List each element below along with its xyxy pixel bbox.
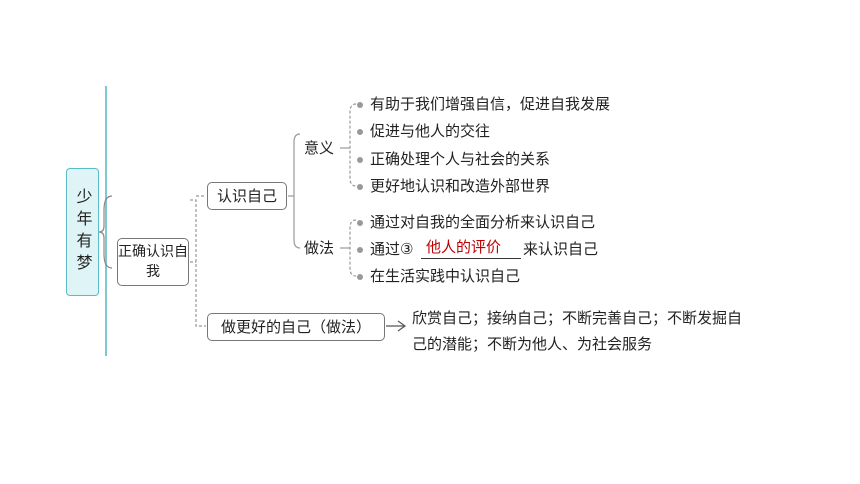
zuofa-item-2-answer: 他人的评价	[426, 238, 502, 256]
node-main-label: 正确认识自我	[118, 244, 188, 280]
zuo-desc-line-2: 己的潜能；不断为他人、为社会服务	[412, 335, 653, 353]
zuofa-item-3: 在生活实践中认识自己	[370, 267, 521, 285]
bullet	[357, 157, 363, 163]
node-renshi-label: 认识自己	[216, 187, 277, 205]
yiyi-item-4: 更好地认识和改造外部世界	[370, 177, 551, 195]
label-yiyi: 意义	[304, 139, 335, 157]
zuofa-item-2-suffix: 来认识自己	[523, 240, 599, 258]
yiyi-item-2: 促进与他人的交往	[370, 122, 491, 140]
bullet	[357, 102, 363, 108]
node-renshi: 认识自己	[207, 182, 287, 210]
label-zuofa: 做法	[304, 239, 335, 257]
yiyi-item-3: 正确处理个人与社会的关系	[370, 150, 551, 168]
title-box: 少年有梦	[66, 168, 99, 296]
bullet	[357, 129, 363, 135]
node-zuo-label: 做更好的自己（做法）	[220, 318, 371, 336]
bullet	[357, 184, 363, 190]
yiyi-item-1: 有助于我们增强自信，促进自我发展	[370, 95, 611, 113]
bullet	[357, 220, 363, 226]
zuofa-item-1: 通过对自我的全面分析来认识自己	[370, 213, 596, 231]
title-text: 少年有梦	[73, 188, 93, 276]
answer-underline	[421, 258, 521, 259]
zuofa-item-2-prefix: 通过③	[370, 240, 414, 258]
bullet	[357, 247, 363, 253]
zuo-desc-line-1: 欣赏自己；接纳自己；不断完善自己；不断发掘自	[412, 309, 743, 327]
node-zuo: 做更好的自己（做法）	[207, 313, 385, 341]
bullet	[357, 274, 363, 280]
node-main: 正确认识自我	[117, 238, 189, 286]
